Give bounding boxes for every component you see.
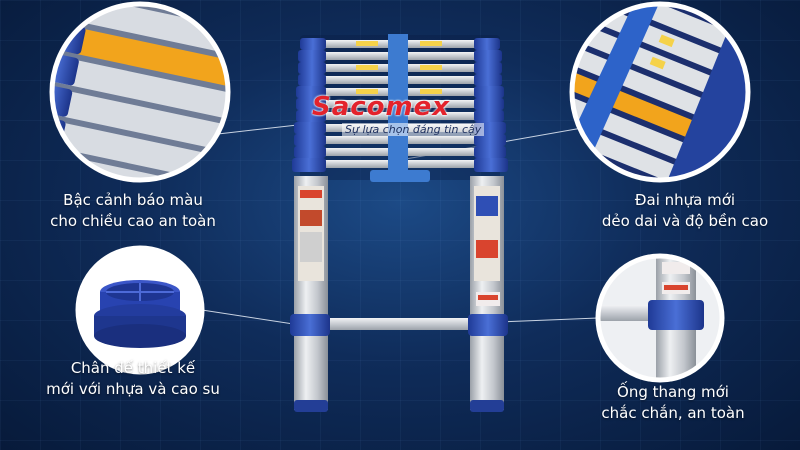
caption-line: chắc chắn, an toàn [601,404,745,422]
feature-caption-foot-cap: Chân đế thiết kế mới với nhựa và cao su [28,358,238,400]
ladder-bottom-rung [320,318,480,330]
feature-caption-ladder-tube: Ống thang mới chắc chắn, an toàn [568,382,778,424]
caption-line: cho chiều cao an toàn [50,212,216,230]
brand-tagline: Sự lựa chọn đáng tin cậy [342,123,485,136]
caption-line: mới với nhựa và cao su [46,380,220,398]
ladder-strap [388,34,408,174]
caption-line: dẻo dai và độ bền cao [601,212,769,230]
feature-caption-plastic-strap: Đai nhựa mới dẻo dai và độ bền cao [580,190,790,232]
ladder-left-foot [294,400,328,412]
ladder-right-caps [474,38,508,172]
detail-ladder-tube [598,256,722,380]
caption-line: Chân đế thiết kế [70,359,196,377]
caption-line: Ống thang mới [617,383,729,401]
ladder [290,34,508,412]
ladder-left-caps [292,38,326,172]
brand-logo: Sacomex Sự lựa chọn đáng tin cậy [302,92,502,142]
detail-foot-cap [78,248,202,372]
ladder-right-foot [470,400,504,412]
caption-line: Đai nhựa mới [634,191,736,209]
caption-line: Bậc cảnh báo màu [63,191,203,209]
detail-plastic-strap [572,4,748,180]
detail-warning-steps [52,4,228,180]
brand-name: Sacomex [312,92,451,122]
feature-caption-warning-steps: Bậc cảnh báo màu cho chiều cao an toàn [28,190,238,232]
